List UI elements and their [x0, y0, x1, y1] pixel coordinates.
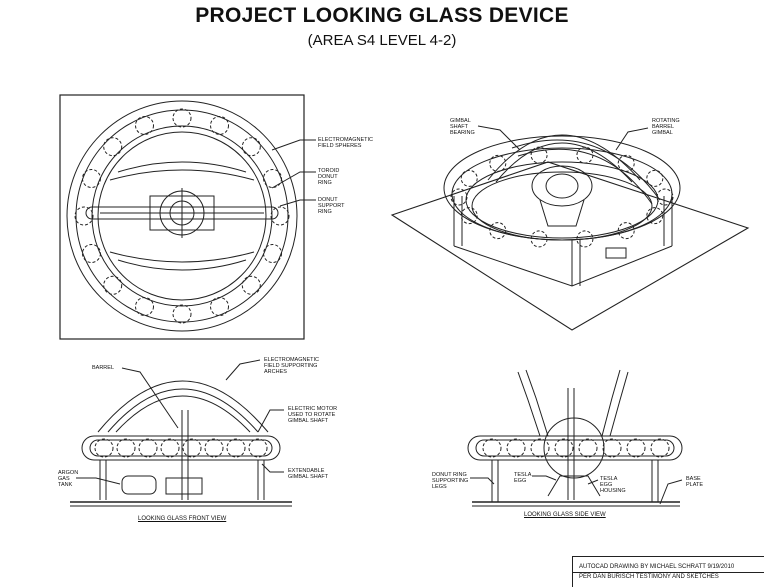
em-sphere — [172, 108, 192, 128]
em-sphere — [602, 438, 622, 458]
em-sphere — [650, 438, 670, 458]
em-sphere — [226, 438, 246, 458]
em-sphere — [646, 169, 664, 187]
em-sphere — [138, 438, 158, 458]
em-sphere — [263, 168, 283, 188]
em-sphere — [241, 137, 261, 157]
em-sphere — [81, 244, 101, 264]
em-sphere — [482, 438, 502, 458]
front-view-caption: LOOKING GLASS FRONT VIEW — [138, 516, 227, 522]
side-view-caption: LOOKING GLASS SIDE VIEW — [524, 512, 606, 518]
em-sphere — [530, 438, 550, 458]
em-sphere — [248, 438, 268, 458]
label-tesla-egg-housing: TESLA EGG HOUSING — [600, 476, 626, 494]
label-em-field-spheres: ELECTROMAGNETIC FIELD SPHERES — [318, 137, 374, 149]
em-sphere — [530, 230, 548, 248]
front-view-drawing — [70, 359, 292, 507]
em-sphere — [656, 188, 674, 206]
em-sphere — [450, 188, 468, 206]
em-sphere — [182, 438, 202, 458]
em-sphere — [578, 438, 598, 458]
em-sphere — [576, 230, 594, 248]
em-sphere — [617, 154, 635, 172]
label-base-plate: BASE PLATE — [686, 476, 704, 488]
em-sphere — [210, 115, 230, 135]
em-sphere — [263, 244, 283, 264]
em-sphere — [81, 168, 101, 188]
label-argon-gas-tank: ARGON GAS TANK — [58, 470, 79, 488]
isometric-view-drawing — [390, 125, 750, 331]
label-rotating-barrel-gimbal: ROTATING BARREL GIMBAL — [652, 118, 680, 136]
em-sphere — [506, 438, 526, 458]
page-subtitle: (AREA S4 LEVEL 4-2) — [307, 32, 457, 49]
label-tesla-egg: TESLA EGG — [514, 472, 532, 484]
credit-block: AUTOCAD DRAWING BY MICHAEL SCHRATT 9/19/… — [572, 556, 764, 587]
em-sphere — [103, 137, 123, 157]
em-sphere — [460, 169, 478, 187]
label-electric-motor: ELECTRIC MOTOR USED TO ROTATE GIMBAL SHA… — [288, 406, 338, 424]
em-sphere — [489, 222, 507, 240]
label-gimbal-shaft-bearing: GIMBAL SHAFT BEARING — [450, 118, 475, 136]
em-sphere — [460, 207, 478, 225]
em-sphere — [270, 206, 290, 226]
em-sphere — [103, 275, 123, 295]
label-em-supporting-arches: ELECTROMAGNETIC FIELD SUPPORTING ARCHES — [264, 357, 320, 375]
em-sphere — [554, 438, 574, 458]
em-sphere — [489, 154, 507, 172]
label-donut-ring-supporting-legs: DONUT RING SUPPORTING LEGS — [432, 472, 469, 490]
top-view-drawing — [59, 94, 316, 340]
page-title: PROJECT LOOKING GLASS DEVICE — [195, 4, 569, 27]
em-sphere — [204, 438, 224, 458]
em-sphere — [626, 438, 646, 458]
em-sphere — [241, 275, 261, 295]
em-sphere — [646, 207, 664, 225]
label-toroid-donut-ring: TOROID DONUT RING — [318, 168, 340, 186]
em-sphere — [134, 115, 154, 135]
em-sphere — [210, 297, 230, 317]
em-sphere — [94, 438, 114, 458]
side-view-drawing — [467, 369, 683, 507]
em-sphere — [134, 297, 154, 317]
em-sphere — [617, 222, 635, 240]
label-extendable-gimbal-shaft: EXTENDABLE GIMBAL SHAFT — [288, 468, 329, 480]
label-donut-support-ring: DONUT SUPPORT RING — [318, 197, 345, 215]
label-barrel: BARREL — [92, 365, 115, 371]
em-sphere — [74, 206, 94, 226]
credit-line-1: AUTOCAD DRAWING BY MICHAEL SCHRATT 9/19/… — [579, 564, 735, 570]
em-sphere — [116, 438, 136, 458]
em-sphere — [160, 438, 180, 458]
em-sphere — [172, 304, 192, 324]
credit-line-2: PER DAN BURISCH TESTIMONY AND SKETCHES — [573, 572, 764, 582]
